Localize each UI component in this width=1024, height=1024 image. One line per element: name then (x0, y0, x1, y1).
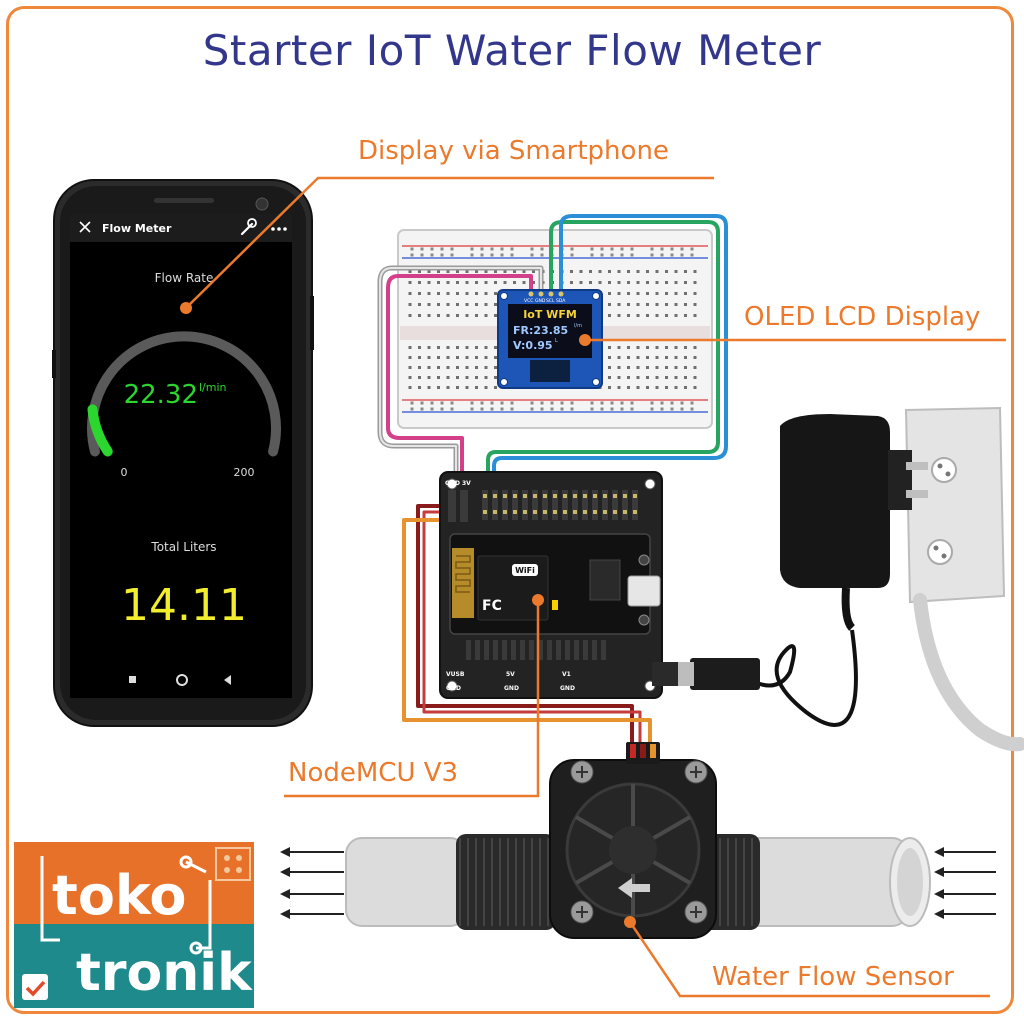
checkmark-icon (25, 980, 46, 997)
smartphone: Flow Meter Flow Rate 22.32 l/min 0 200 T… (52, 179, 314, 727)
board-pin-label: 3V (462, 480, 471, 487)
total-value: 14.11 (121, 580, 247, 631)
gauge-value: 22.32 (124, 380, 198, 410)
fc-mark: FC (482, 598, 502, 614)
flow-arrows-outlet (280, 847, 344, 919)
nav-back-icon[interactable] (224, 675, 231, 685)
gauge-max-label: 200 (234, 466, 255, 479)
board-pin-label: GND (504, 685, 519, 692)
tokotronik-logo: toko tronik (14, 842, 254, 1008)
oled-line-2: FR:23.85 (513, 324, 568, 337)
wires (377, 214, 728, 762)
callout-oled: OLED LCD Display (744, 302, 981, 332)
board-pin-label: GND (560, 685, 575, 692)
page-title: Starter IoT Water Flow Meter (202, 26, 822, 75)
oled-line-2-unit: l/m (574, 323, 582, 329)
oled-pin-label: SDA (556, 298, 566, 304)
callout-dots (180, 302, 636, 928)
app-title: Flow Meter (102, 222, 172, 235)
oled-module: VCC GND SCL SDA IoT WFM FR:23.85 l/m V:0… (497, 289, 603, 389)
board-pin-label: GND (446, 685, 461, 692)
oled-line-1: IoT WFM (523, 308, 577, 321)
callout-smartphone: Display via Smartphone (358, 136, 669, 166)
total-label: Total Liters (150, 540, 216, 554)
gauge-label: Flow Rate (155, 271, 214, 285)
callout-nodemcu: NodeMCU V3 (288, 758, 459, 788)
oled-line-3-unit: L (555, 338, 558, 344)
callout-sensor: Water Flow Sensor (712, 962, 954, 992)
close-icon[interactable] (79, 221, 91, 233)
oled-pin-label: SCL (546, 298, 555, 304)
wrench-icon[interactable] (240, 218, 257, 236)
board-pin-label: 5V (506, 671, 515, 678)
power-adapter (652, 406, 1024, 752)
callout-lines (185, 176, 1006, 998)
water-flow-sensor (345, 742, 931, 939)
gauge-unit: l/min (199, 381, 227, 394)
nav-home-icon[interactable] (176, 674, 188, 686)
sensor-screws (570, 760, 708, 924)
flow-arrows-inlet (934, 847, 996, 919)
oled-line-3: V:0.95 (513, 339, 553, 352)
app-bar (70, 214, 292, 242)
oled-pin-label: GND (535, 298, 546, 304)
board-pin-label: V1 (562, 671, 571, 678)
gauge-fill (87, 404, 113, 457)
board-pin-label: VUSB (446, 671, 465, 678)
page-frame (6, 6, 1014, 1014)
board-pin-label: GND (445, 480, 460, 487)
logo-text-top: toko (52, 864, 186, 927)
wifi-logo-text: WiFi (515, 566, 535, 575)
gauge-track (87, 331, 281, 457)
nav-recents-icon[interactable] (129, 676, 136, 683)
logo-text-bottom: tronik (76, 943, 253, 1003)
nodemcu-board: GND 3V WiFi FC VUSB 5V V1 GND GND GND (439, 471, 663, 699)
board-header-pins (448, 490, 638, 660)
oled-pin-label: VCC (524, 298, 533, 304)
more-icon[interactable] (271, 227, 287, 231)
gauge-min-label: 0 (121, 466, 128, 479)
